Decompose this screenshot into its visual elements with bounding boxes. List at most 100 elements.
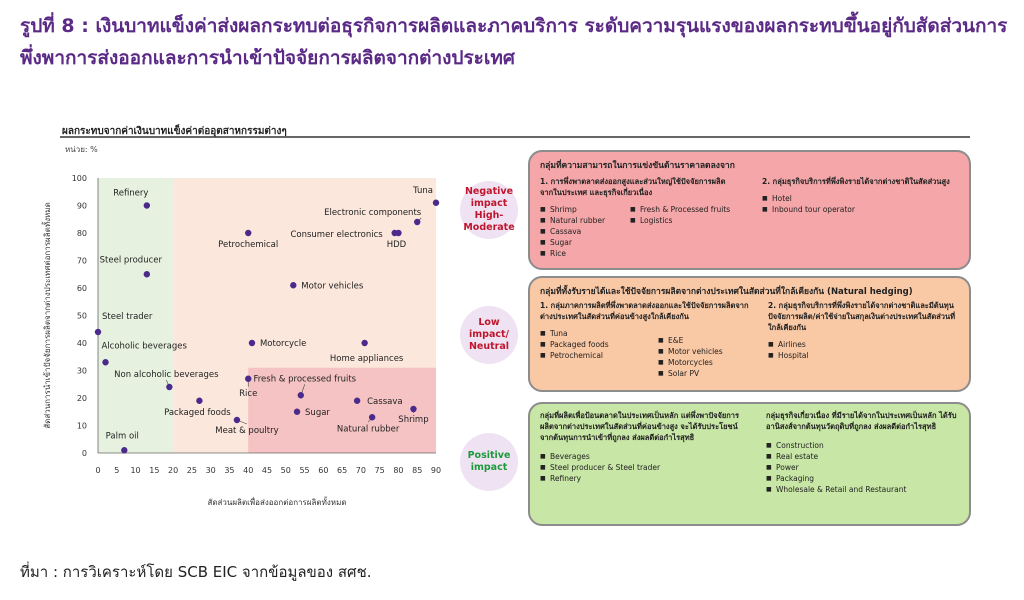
x-tick-label: 45 (262, 466, 272, 475)
y-tick-label: 60 (77, 284, 87, 293)
y-tick-label: 70 (77, 257, 87, 266)
neutral-col1-list: Tuna Packaged foods Petrochemical (540, 328, 750, 361)
y-tick-label: 40 (77, 339, 87, 348)
neutral-line-1: Low (478, 317, 500, 328)
y-tick-label: 90 (77, 202, 87, 211)
neutral-box-title: กลุ่มที่ทั้งรับรายได้และใช้ปัจจัยการผลิต… (540, 287, 913, 297)
data-point (297, 392, 304, 399)
neutral-col1-heading: 1. กลุ่มภาคการผลิตที่พึ่งพาตลาดส่งออกและ… (540, 301, 749, 321)
y-tick-label: 100 (72, 174, 87, 183)
data-point (414, 218, 421, 226)
data-point (143, 202, 151, 209)
point-label: Meat & poultry (215, 426, 278, 436)
point-label: Electronic components (324, 208, 422, 218)
negative-line-4: Moderate (463, 222, 515, 233)
x-tick-label: 30 (206, 466, 216, 475)
list-item: Hospital (768, 350, 958, 361)
list-item: Packaged foods (540, 339, 750, 350)
list-item: Motor vehicles (658, 346, 758, 357)
data-point (196, 397, 203, 404)
list-item: Wholesale & Retail and Restaurant (766, 484, 961, 495)
negative-impact-box: กลุ่มที่ความสามารถในการแข่งขันด้านราคาลด… (528, 150, 971, 270)
chart-region (98, 178, 174, 453)
neutral-col2-heading: 2. กลุ่มธุรกิจบริการที่พึ่งพิงรายได้จากต… (768, 301, 956, 332)
data-point (248, 339, 256, 347)
x-tick-label: 50 (281, 466, 291, 475)
data-point (245, 375, 252, 382)
data-point (293, 408, 301, 415)
point-label: Palm oil (106, 431, 139, 441)
point-label: Natural rubber (337, 424, 400, 434)
data-point (361, 339, 368, 347)
positive-line-1: Positive (467, 450, 511, 461)
list-item: Inbound tour operator (762, 204, 952, 215)
point-label: Sugar (305, 408, 330, 418)
data-point (368, 414, 376, 421)
x-tick-label: 35 (224, 466, 234, 475)
x-tick-label: 5 (114, 466, 119, 475)
point-label: Rice (239, 389, 257, 399)
negative-col2-list: Hotel Inbound tour operator (762, 193, 952, 215)
x-tick-label: 15 (149, 466, 159, 475)
figure-title: รูปที่ 8 : เงินบาทแข็งค่าส่งผลกระทบต่อธุ… (20, 15, 1008, 69)
positive-impact-box: กลุ่มที่ผลิตเพื่อป้อนตลาดในประเทศเป็นหลั… (528, 402, 971, 526)
positive-col1-list: Beverages Steel producer & Steel trader … (540, 451, 750, 484)
list-item: Petrochemical (540, 350, 750, 361)
negative-col1-heading: 1. การพึ่งพาตลาดส่งออกสูงและส่วนใหญ่ใช้ป… (540, 177, 726, 197)
x-tick-label: 65 (337, 466, 347, 475)
positive-col2-list: Construction Real estate Power Packaging… (766, 440, 961, 495)
y-tick-label: 0 (82, 449, 87, 458)
negative-col1b-list: Fresh & Processed fruits Logistics (630, 204, 750, 226)
list-item: Power (766, 462, 961, 473)
list-item: Beverages (540, 451, 750, 462)
data-point (353, 397, 361, 404)
list-item: Solar PV (658, 368, 758, 379)
source-note: ที่มา : การวิเคราะห์โดย SCB EIC จากข้อมู… (20, 563, 372, 581)
list-item: Real estate (766, 451, 961, 462)
point-label: Packaged foods (164, 408, 231, 418)
list-item: Tuna (540, 328, 750, 339)
data-point (410, 405, 417, 413)
data-point (432, 199, 440, 206)
positive-line-2: impact (470, 462, 508, 473)
data-point (395, 229, 402, 237)
x-axis-label: สัดส่วนผลิตเพื่อส่งออกต่อการผลิตทั้งหมด (207, 496, 346, 507)
data-point (290, 282, 297, 289)
list-item: Logistics (630, 215, 750, 226)
y-axis-label: สัดส่วนการนำเข้าปัจจัยการผลิตจากต่างประเ… (41, 202, 52, 428)
neutral-col1b-list: E&E Motor vehicles Motorcycles Solar PV (658, 335, 758, 379)
x-tick-label: 10 (130, 466, 140, 475)
point-label: HDD (387, 240, 407, 250)
point-label: Alcoholic beverages (102, 341, 188, 351)
x-tick-label: 75 (375, 466, 385, 475)
point-label: Fresh & processed fruits (253, 374, 356, 384)
point-label: Motor vehicles (301, 281, 364, 291)
chart-title: ผลกระทบจากค่าเงินบาทแข็งค่าต่ออุตสาหกรรม… (62, 126, 287, 137)
negative-impact-badge: Negative impact High- Moderate (460, 181, 518, 239)
point-label: Consumer electronics (290, 230, 383, 240)
neutral-impact-box: กลุ่มที่ทั้งรับรายได้และใช้ปัจจัยการผลิต… (528, 276, 971, 392)
x-tick-label: 0 (95, 466, 100, 475)
negative-box-title: กลุ่มที่ความสามารถในการแข่งขันด้านราคาลด… (540, 161, 735, 171)
x-tick-label: 25 (187, 466, 197, 475)
list-item: Cassava (540, 226, 730, 237)
x-tick-label: 20 (168, 466, 178, 475)
x-tick-label: 80 (393, 466, 403, 475)
positive-impact-badge: Positive impact (460, 433, 518, 491)
data-point (102, 359, 109, 366)
list-item: E&E (658, 335, 758, 346)
point-label: Non alcoholic beverages (114, 370, 219, 380)
list-item: Packaging (766, 473, 961, 484)
x-tick-label: 40 (243, 466, 253, 475)
point-label: Shrimp (398, 415, 428, 425)
data-point (143, 271, 151, 278)
chart-unit: หน่วย: % (65, 145, 98, 154)
y-tick-label: 30 (77, 367, 87, 376)
data-point (233, 416, 241, 424)
data-point (245, 229, 252, 237)
list-item: Fresh & Processed fruits (630, 204, 750, 215)
list-item: Motorcycles (658, 357, 758, 368)
data-point (121, 447, 128, 454)
x-tick-label: 55 (299, 466, 309, 475)
neutral-line-2: impact/ (468, 329, 509, 340)
